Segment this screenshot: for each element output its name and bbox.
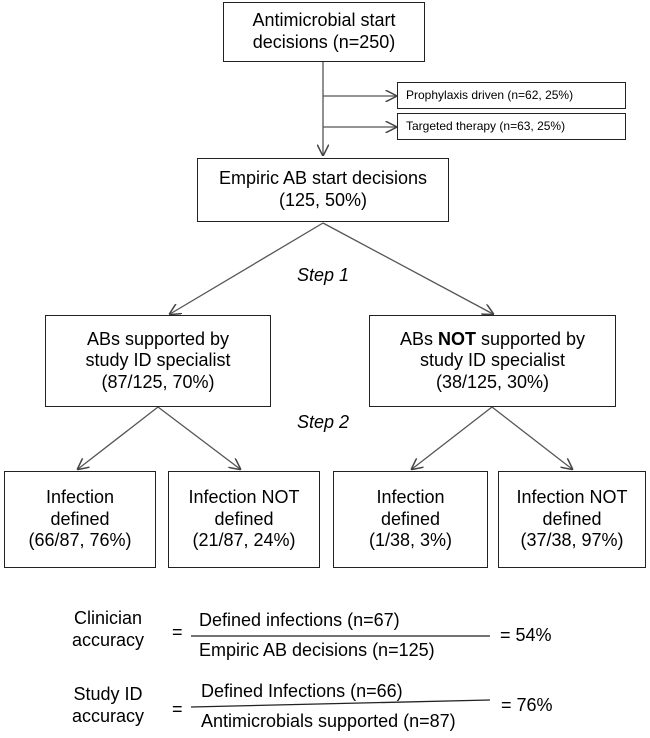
leaf-box-not-supported-defined: Infection defined (1/38, 3%): [333, 471, 488, 568]
start-decisions-box: Antimicrobial start decisions (n=250): [223, 2, 425, 62]
study-id-label-line2: accuracy: [71, 705, 145, 726]
leaf-line2: defined: [380, 508, 441, 529]
empiric-line1: Empiric AB start decisions: [218, 168, 428, 189]
leaf-line3: (66/87, 76%): [28, 530, 132, 551]
not-supported-line2: study ID specialist: [419, 350, 566, 371]
clinician-result: = 54%: [500, 625, 552, 645]
empiric-line2: (125, 50%): [278, 190, 368, 210]
not-supported-post: supported by: [475, 328, 586, 349]
leaf-line3: (21/87, 24%): [192, 530, 296, 551]
leaf-line2: defined: [214, 508, 274, 529]
leaf-box-not-supported-not-defined: Infection NOT defined (37/38, 97%): [498, 471, 646, 568]
leaf-line2: defined: [50, 508, 110, 529]
targeted-therapy-box: Targeted therapy (n=63, 25%): [397, 113, 626, 140]
supported-box: ABs supported by study ID specialist (87…: [45, 315, 271, 407]
clinician-equals: =: [172, 622, 183, 642]
start-decisions-line2: decisions (n=250): [252, 32, 396, 52]
clinician-label-line1: Clinician: [73, 608, 143, 628]
study-id-label-line1: Study ID: [73, 684, 143, 704]
study-id-equals: =: [172, 699, 183, 719]
prophylaxis-box: Prophylaxis driven (n=62, 25%): [397, 82, 626, 109]
not-supported-bold: NOT: [437, 328, 476, 349]
not-supported-pre: ABs: [399, 328, 438, 349]
leaf-line2: defined: [542, 508, 602, 529]
supported-line2: study ID specialist: [85, 350, 231, 371]
clinician-numerator: Defined infections (n=67): [199, 610, 400, 630]
empiric-decisions-box: Empiric AB start decisions (125, 50%): [197, 158, 449, 222]
not-supported-box: ABs NOT supported by study ID specialist…: [369, 315, 616, 407]
clinician-denominator: Empiric AB decisions (n=125): [199, 640, 435, 660]
study-id-denominator: Antimicrobials supported (n=87): [201, 711, 456, 731]
clinician-label-line2: accuracy: [71, 629, 145, 650]
study-id-numerator: Defined Infections (n=66): [201, 681, 403, 701]
step-2-label: Step 2: [297, 412, 350, 432]
leaf-line1: Infection: [45, 487, 115, 508]
leaf-line1: Infection: [376, 487, 445, 508]
step-1-label: Step 1: [297, 265, 350, 285]
not-supported-line1: ABs NOT supported by: [400, 329, 585, 351]
fraction-line-study-id: [190, 699, 491, 708]
supported-line3: (87/125, 70%): [101, 371, 215, 392]
arrow-empiric-to-not-supported: [322, 222, 493, 314]
prophylaxis-label: Prophylaxis driven (n=62, 25%): [406, 88, 574, 103]
study-id-accuracy-label: Study ID accuracy: [58, 684, 158, 727]
leaf-line3: (1/38, 3%): [368, 530, 453, 551]
arrow-supported-to-leaf2: [157, 406, 240, 469]
leaf-line1: Infection NOT: [188, 487, 300, 508]
arrow-empiric-to-supported: [170, 222, 324, 314]
study-id-result: = 76%: [501, 695, 553, 715]
leaf-line3: (37/38, 97%): [520, 530, 624, 551]
arrow-not-supported-to-leaf4: [491, 406, 572, 469]
arrow-not-supported-to-leaf3: [412, 406, 493, 469]
targeted-therapy-label: Targeted therapy (n=63, 25%): [406, 119, 566, 134]
leaf-box-supported-not-defined: Infection NOT defined (21/87, 24%): [168, 471, 320, 568]
clinician-accuracy-label: Clinician accuracy: [58, 608, 158, 651]
supported-line1: ABs supported by: [86, 328, 230, 349]
leaf-line1: Infection NOT: [516, 487, 628, 508]
leaf-box-supported-defined: Infection defined (66/87, 76%): [4, 471, 156, 568]
not-supported-line3: (38/125, 30%): [435, 371, 550, 392]
start-decisions-line1: Antimicrobial start: [252, 10, 396, 31]
arrow-supported-to-leaf1: [78, 406, 159, 469]
